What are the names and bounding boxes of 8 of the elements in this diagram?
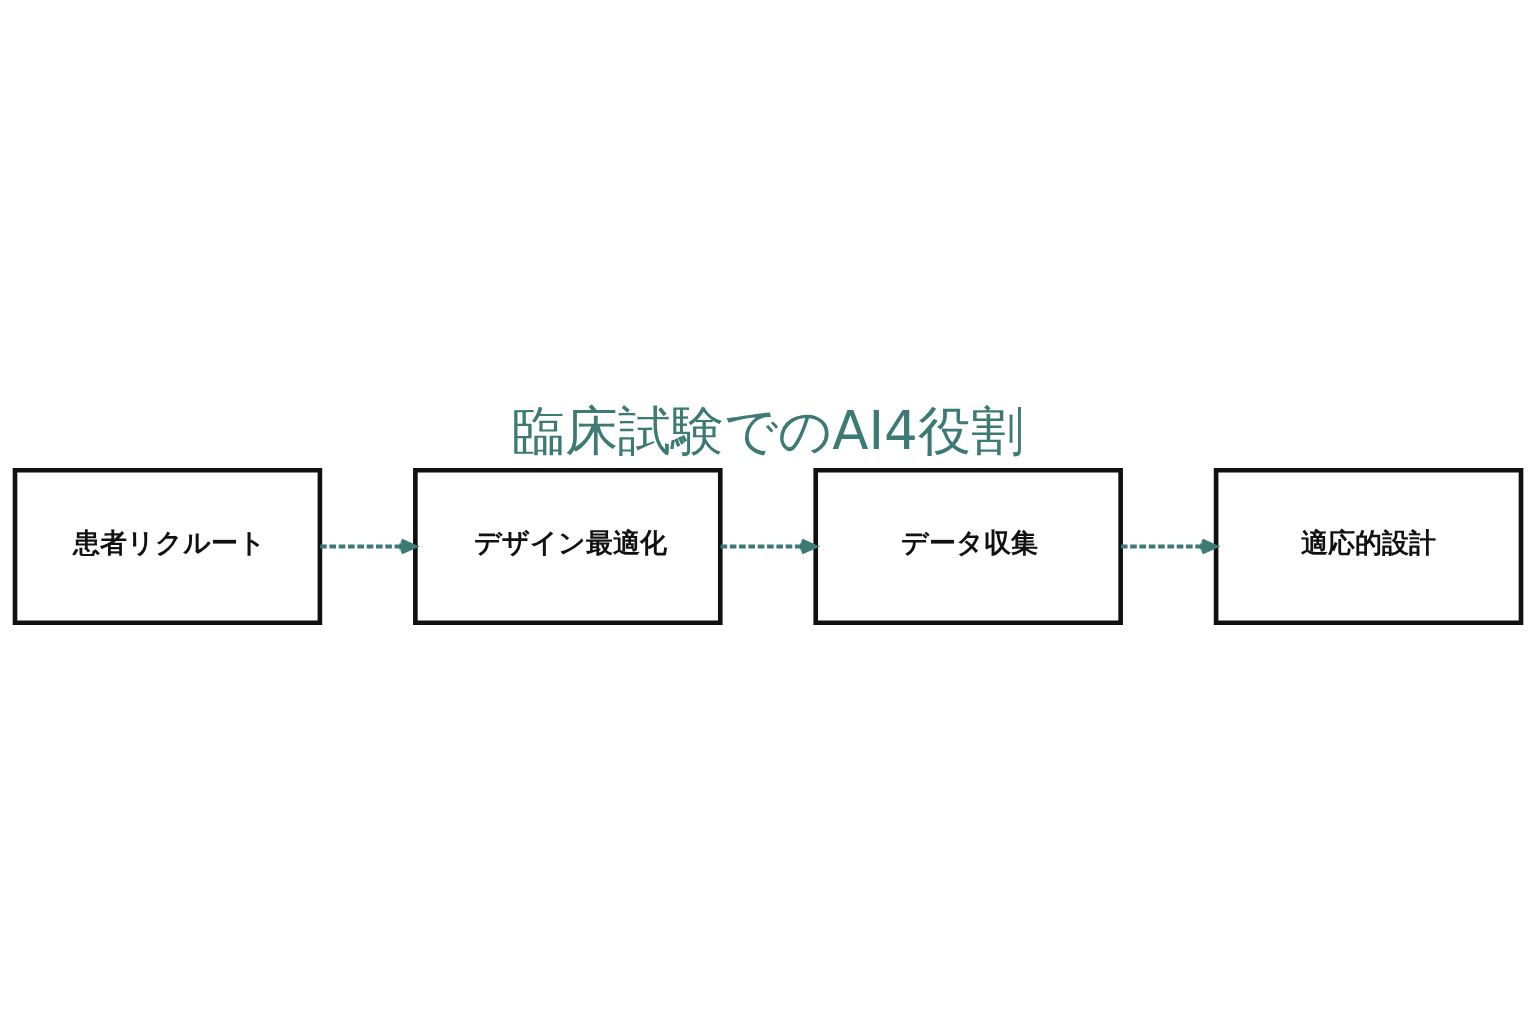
arrow [720, 538, 818, 555]
node-box: デザイン最適化 [413, 467, 723, 626]
node-box: 適応的設計 [1213, 467, 1524, 626]
arrow [320, 538, 417, 555]
node-box: データ収集 [813, 467, 1123, 626]
node-box: 患者リクルート [12, 467, 323, 626]
diagram-title: 臨床試験でのAI4役割 [512, 400, 1024, 463]
arrow [1121, 538, 1218, 555]
